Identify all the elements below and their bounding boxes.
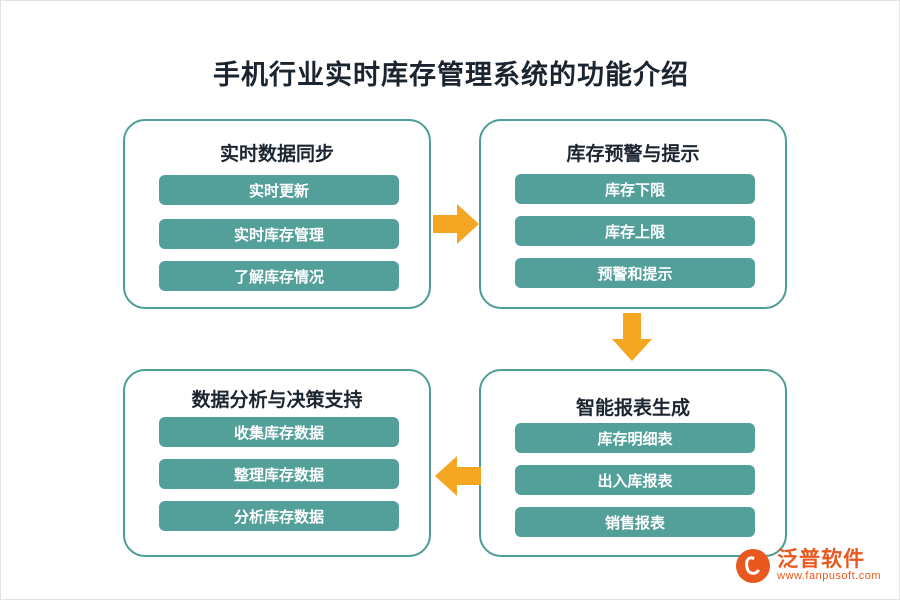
arrow-right-icon bbox=[433, 204, 479, 244]
logo-mark-icon bbox=[736, 549, 771, 583]
flow-item-pill: 实时库存管理 bbox=[159, 219, 399, 249]
flow-box-title: 库存预警与提示 bbox=[566, 144, 700, 165]
flow-item-pill: 整理库存数据 bbox=[159, 459, 399, 489]
flow-item-pill: 实时更新 bbox=[159, 175, 399, 205]
flow-box-data-analysis: 数据分析与决策支持 收集库存数据 整理库存数据 分析库存数据 bbox=[123, 369, 431, 557]
flow-box-inventory-alert: 库存预警与提示 库存下限 库存上限 预警和提示 bbox=[479, 119, 787, 309]
arrow-left-icon bbox=[435, 456, 481, 496]
flow-item-pill: 销售报表 bbox=[515, 507, 755, 537]
arrow-down-icon bbox=[612, 313, 652, 361]
page-title: 手机行业实时库存管理系统的功能介绍 bbox=[213, 60, 689, 90]
flow-box-title: 数据分析与决策支持 bbox=[191, 390, 363, 411]
flow-box-realtime-data-sync: 实时数据同步 实时更新 实时库存管理 了解库存情况 bbox=[123, 119, 431, 309]
logo-name-en: www.fanpusoft.com bbox=[777, 570, 881, 583]
flow-item-pill: 库存下限 bbox=[515, 174, 755, 204]
logo-text: 泛普软件 www.fanpusoft.com bbox=[777, 549, 881, 583]
flow-item-pill: 收集库存数据 bbox=[159, 417, 399, 447]
flow-item-pill: 库存上限 bbox=[515, 216, 755, 246]
flow-item-pill: 预警和提示 bbox=[515, 258, 755, 288]
flow-box-smart-report: 智能报表生成 库存明细表 出入库报表 销售报表 bbox=[479, 369, 787, 557]
flow-item-pill: 出入库报表 bbox=[515, 465, 755, 495]
logo-name-cn: 泛普软件 bbox=[777, 548, 866, 572]
company-logo: 泛普软件 www.fanpusoft.com bbox=[736, 549, 881, 583]
flow-box-title: 智能报表生成 bbox=[575, 398, 690, 419]
flow-box-title: 实时数据同步 bbox=[219, 144, 334, 165]
flow-item-pill: 库存明细表 bbox=[515, 423, 755, 453]
flow-item-pill: 分析库存数据 bbox=[159, 501, 399, 531]
flow-item-pill: 了解库存情况 bbox=[159, 261, 399, 291]
